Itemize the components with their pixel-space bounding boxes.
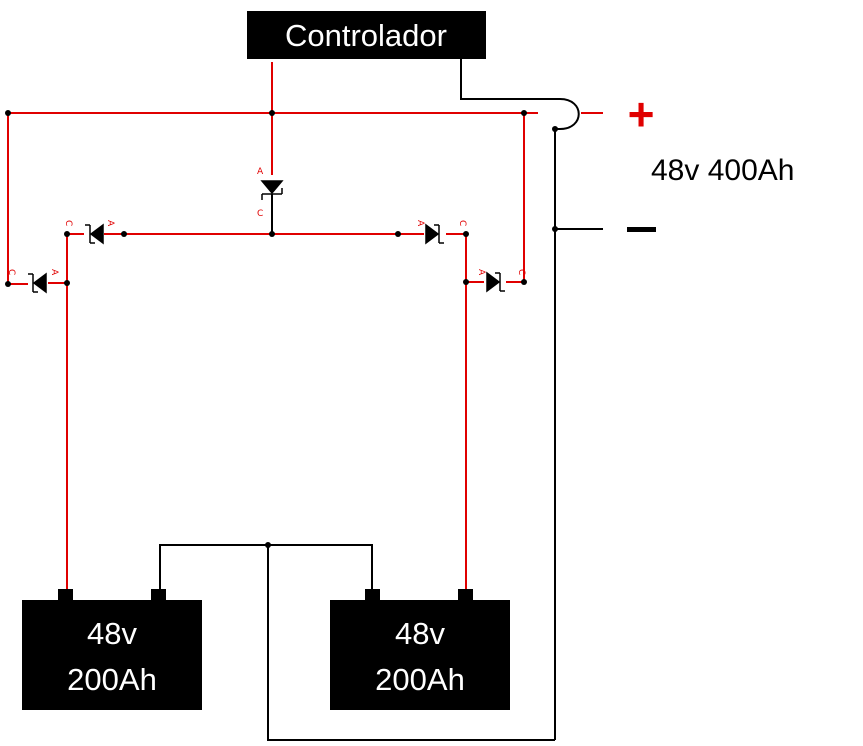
- battery-left-positive-terminal: [58, 589, 73, 601]
- diode-top-anode-label: A: [257, 167, 264, 177]
- junction-dot: [269, 231, 275, 237]
- negative-terminal-mark: [627, 227, 656, 232]
- controller-body: [247, 11, 486, 59]
- negative-return-wire: [267, 545, 555, 741]
- positive-wires: [7, 62, 603, 592]
- junction-dot: [121, 231, 127, 237]
- diode-middle-left-bar: [85, 224, 95, 244]
- junction-dot: [552, 226, 558, 232]
- diode-bottom-right-anode-label: A: [476, 269, 486, 276]
- diode-bottom-right-bar: [495, 272, 505, 292]
- battery-interconnect-wire: [159, 544, 373, 592]
- junction-dot: [64, 280, 70, 286]
- diode-middle-right-bar: [434, 224, 444, 244]
- diode-middle-right-anode-label: A: [415, 220, 425, 227]
- diode-middle-left-cathode-label: C: [63, 220, 73, 226]
- diode-middle-left: [85, 223, 104, 245]
- battery-left-body: [22, 600, 202, 710]
- junction-dot: [463, 279, 469, 285]
- battery-right-capacity: 200Ah: [375, 662, 465, 697]
- junction-dot: [521, 279, 527, 285]
- diode-bottom-left-triangle: [32, 272, 47, 294]
- junction-dot: [269, 110, 275, 116]
- battery-left: 48v 200Ah: [22, 589, 202, 710]
- battery-right-voltage: 48v: [395, 616, 445, 651]
- diode-top-cathode-label: C: [257, 209, 263, 219]
- junction-dot: [5, 110, 11, 116]
- output-rating-label: 48v 400Ah: [651, 154, 794, 187]
- controller-box: Controlador: [247, 11, 486, 59]
- diode-bottom-left-cathode-label: C: [6, 269, 16, 275]
- junction-dot: [265, 542, 271, 548]
- battery-left-capacity: 200Ah: [67, 662, 157, 697]
- negative-terminal-label: –: [0, 0, 1, 1]
- junction-dot: [64, 231, 70, 237]
- diode-bottom-left: [28, 272, 47, 294]
- junction-dot: [521, 110, 527, 116]
- battery-left-negative-terminal: [151, 589, 166, 601]
- junction-dot: [5, 281, 11, 287]
- battery-right: 48v 200Ah: [330, 589, 510, 710]
- diode-bottom-right: [486, 271, 505, 293]
- diode-bottom-left-bar: [28, 273, 38, 293]
- diode-top-triangle: [260, 180, 284, 195]
- junction-dot: [395, 231, 401, 237]
- controller-negative-wire: [460, 58, 580, 740]
- positive-terminal-label: +: [628, 88, 655, 140]
- diode-middle-right-triangle: [425, 223, 440, 245]
- junction-dots: [5, 110, 558, 548]
- battery-right-negative-terminal: [365, 589, 380, 601]
- diode-bottom-right-triangle: [486, 271, 501, 293]
- battery-right-body: [330, 600, 510, 710]
- battery-right-positive-terminal: [458, 589, 473, 601]
- diode-middle-right: [425, 223, 444, 245]
- diode-bottom-left-anode-label: A: [49, 269, 59, 276]
- diode-middle-right-cathode-label: C: [457, 220, 467, 226]
- diode-middle-left-triangle: [89, 223, 104, 245]
- controller-label: Controlador: [285, 18, 447, 53]
- junction-dot: [463, 231, 469, 237]
- diode-top: [260, 180, 284, 234]
- diode-middle-left-anode-label: A: [105, 220, 115, 227]
- junction-dot: [552, 126, 558, 132]
- battery-left-voltage: 48v: [87, 616, 137, 651]
- diode-bottom-right-cathode-label: C: [516, 269, 526, 275]
